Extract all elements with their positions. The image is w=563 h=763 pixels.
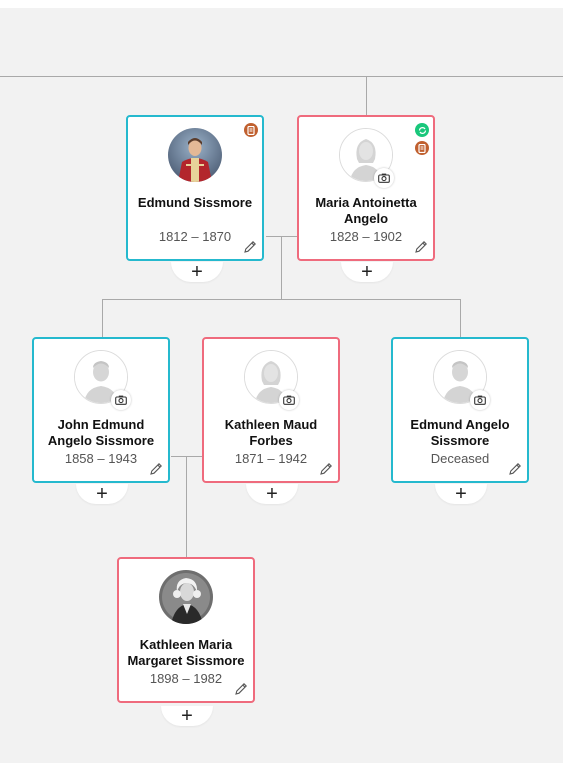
camera-icon[interactable] bbox=[470, 390, 490, 410]
plus-icon: + bbox=[96, 483, 108, 505]
camera-icon[interactable] bbox=[374, 168, 394, 188]
plus-icon: + bbox=[191, 261, 203, 283]
person-name: Kathleen Maud Forbes bbox=[224, 417, 318, 448]
add-relative-button[interactable]: + bbox=[435, 484, 487, 504]
person-card-kathleen-maud-forbes[interactable]: Kathleen Maud Forbes 1871 – 1942 bbox=[202, 337, 340, 483]
connector-line bbox=[281, 236, 282, 299]
person-card-kathleen-maria-margaret-sissmore[interactable]: Kathleen Maria Margaret Sissmore 1898 – … bbox=[117, 557, 255, 703]
camera-icon[interactable] bbox=[111, 390, 131, 410]
sync-badge-icon[interactable] bbox=[415, 123, 429, 137]
person-dates: 1898 – 1982 bbox=[149, 671, 223, 686]
person-card-maria-antoinetta-angelo[interactable]: Maria Antoinetta Angelo 1828 – 1902 bbox=[297, 115, 435, 261]
person-name: John Edmund Angelo Sissmore bbox=[47, 417, 155, 448]
person-name: Kathleen Maria Margaret Sissmore bbox=[127, 637, 245, 668]
pencil-icon[interactable] bbox=[508, 462, 522, 476]
camera-icon[interactable] bbox=[279, 390, 299, 410]
connector-line bbox=[186, 456, 187, 557]
person-dates: 1828 – 1902 bbox=[329, 229, 403, 244]
connector-line bbox=[102, 299, 103, 337]
pencil-icon[interactable] bbox=[149, 462, 163, 476]
pencil-icon[interactable] bbox=[414, 240, 428, 254]
pencil-icon[interactable] bbox=[234, 682, 248, 696]
document-badge-icon[interactable] bbox=[415, 141, 429, 155]
add-relative-button[interactable]: + bbox=[76, 484, 128, 504]
plus-icon: + bbox=[181, 705, 193, 727]
document-badge-icon[interactable] bbox=[244, 123, 258, 137]
person-card-edmund-sissmore[interactable]: Edmund Sissmore 1812 – 1870 bbox=[126, 115, 264, 261]
pencil-icon[interactable] bbox=[243, 240, 257, 254]
add-relative-button[interactable]: + bbox=[171, 262, 223, 282]
add-relative-button[interactable]: + bbox=[161, 706, 213, 726]
plus-icon: + bbox=[361, 261, 373, 283]
connector-line bbox=[0, 76, 563, 77]
connector-line bbox=[102, 299, 461, 300]
connector-line bbox=[366, 76, 367, 115]
connector-line bbox=[460, 299, 461, 337]
male-placeholder-avatar[interactable] bbox=[74, 350, 128, 404]
top-strip bbox=[0, 0, 563, 8]
add-relative-button[interactable]: + bbox=[246, 484, 298, 504]
plus-icon: + bbox=[266, 483, 278, 505]
add-relative-button[interactable]: + bbox=[341, 262, 393, 282]
person-card-john-edmund-angelo-sissmore[interactable]: John Edmund Angelo Sissmore 1858 – 1943 bbox=[32, 337, 170, 483]
person-name: Maria Antoinetta Angelo bbox=[315, 195, 417, 226]
portrait-photo-avatar[interactable] bbox=[168, 128, 222, 182]
person-dates: 1812 – 1870 bbox=[158, 229, 232, 244]
portrait-photo-avatar[interactable] bbox=[159, 570, 213, 624]
person-dates: Deceased bbox=[430, 451, 490, 466]
person-dates: 1858 – 1943 bbox=[64, 451, 138, 466]
person-name: Edmund Sissmore bbox=[137, 195, 253, 210]
female-placeholder-avatar[interactable] bbox=[339, 128, 393, 182]
plus-icon: + bbox=[455, 483, 467, 505]
person-name: Edmund Angelo Sissmore bbox=[410, 417, 510, 448]
pencil-icon[interactable] bbox=[319, 462, 333, 476]
person-dates: 1871 – 1942 bbox=[234, 451, 308, 466]
person-card-edmund-angelo-sissmore[interactable]: Edmund Angelo Sissmore Deceased bbox=[391, 337, 529, 483]
